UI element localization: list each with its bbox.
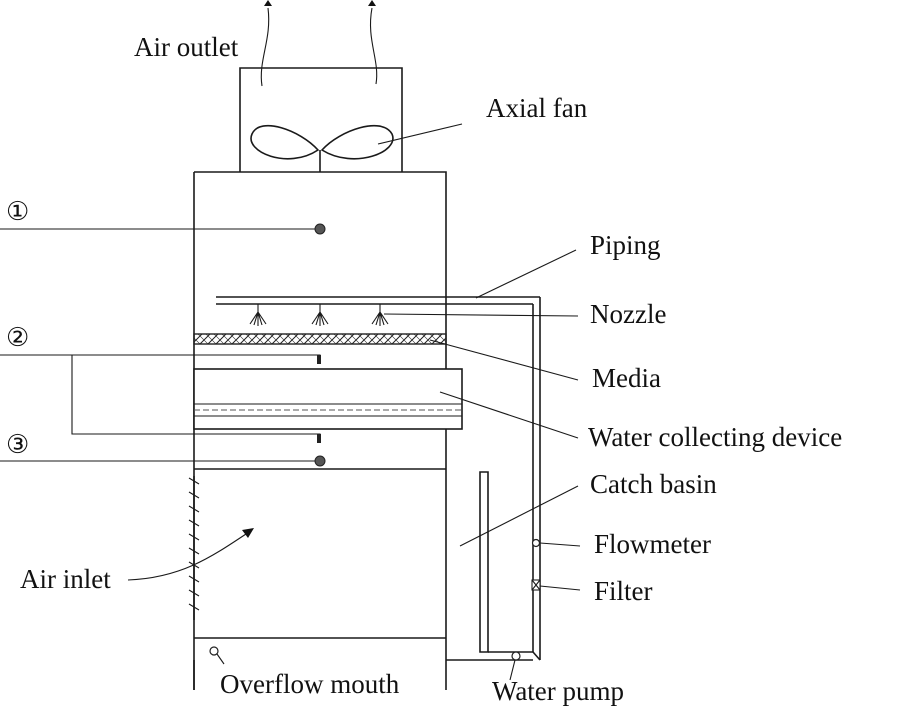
overflow-mouth-leader: [216, 653, 225, 665]
catch-basin: [479, 471, 489, 653]
nozzle-3: [371, 304, 389, 326]
label-water-collecting-device: Water collecting device: [588, 422, 842, 452]
catch-basin-leader: [459, 485, 579, 547]
label-media: Media: [592, 363, 661, 393]
air-inlet-louvers: [188, 476, 200, 620]
nozzle-leader: [383, 313, 579, 317]
point-3-label: ③: [6, 430, 29, 460]
axial-fan: [250, 124, 394, 172]
nozzle-2: [311, 304, 329, 326]
nozzle-1: [249, 304, 267, 326]
media-leader: [429, 339, 579, 381]
outlet-arrow-left: [260, 7, 270, 87]
outlet-arrow-right: [369, 7, 378, 85]
point-3-sensor: [314, 455, 326, 467]
label-flowmeter: Flowmeter: [594, 529, 711, 559]
label-axial-fan: Axial fan: [486, 93, 588, 123]
bottom-basin: [193, 637, 533, 690]
label-overflow-mouth: Overflow mouth: [220, 669, 400, 699]
tower-body: [193, 171, 447, 690]
label-piping: Piping: [590, 230, 661, 260]
air-outlet-arrows: [260, 0, 378, 87]
water-pump-symbol: [511, 651, 521, 661]
overflow-mouth-symbol: [209, 646, 219, 656]
label-air-outlet: Air outlet: [134, 32, 239, 62]
label-catch-basin: Catch basin: [590, 469, 717, 499]
point-1-label: ①: [6, 197, 29, 227]
label-air-inlet: Air inlet: [20, 564, 111, 594]
fan-stack: [239, 67, 403, 172]
point-2-probe-upper: [72, 354, 321, 363]
nozzles: [249, 304, 389, 326]
water-collecting-leader: [439, 391, 579, 439]
flowmeter-symbol: [531, 538, 541, 548]
axial-fan-leader: [377, 123, 463, 145]
label-filter: Filter: [594, 576, 653, 606]
piping-leader: [475, 249, 577, 299]
air-inlet-arrow: [127, 533, 247, 581]
label-water-pump: Water pump: [492, 676, 624, 706]
water-pump-leader: [509, 659, 516, 681]
media: [193, 333, 447, 345]
filter-leader: [539, 585, 581, 591]
point-2-label: ②: [6, 323, 29, 353]
point-1-sensor: [314, 223, 326, 235]
flowmeter-leader: [539, 542, 581, 547]
label-nozzle: Nozzle: [590, 299, 666, 329]
piping: [216, 296, 541, 661]
water-collecting-device: [193, 368, 463, 430]
